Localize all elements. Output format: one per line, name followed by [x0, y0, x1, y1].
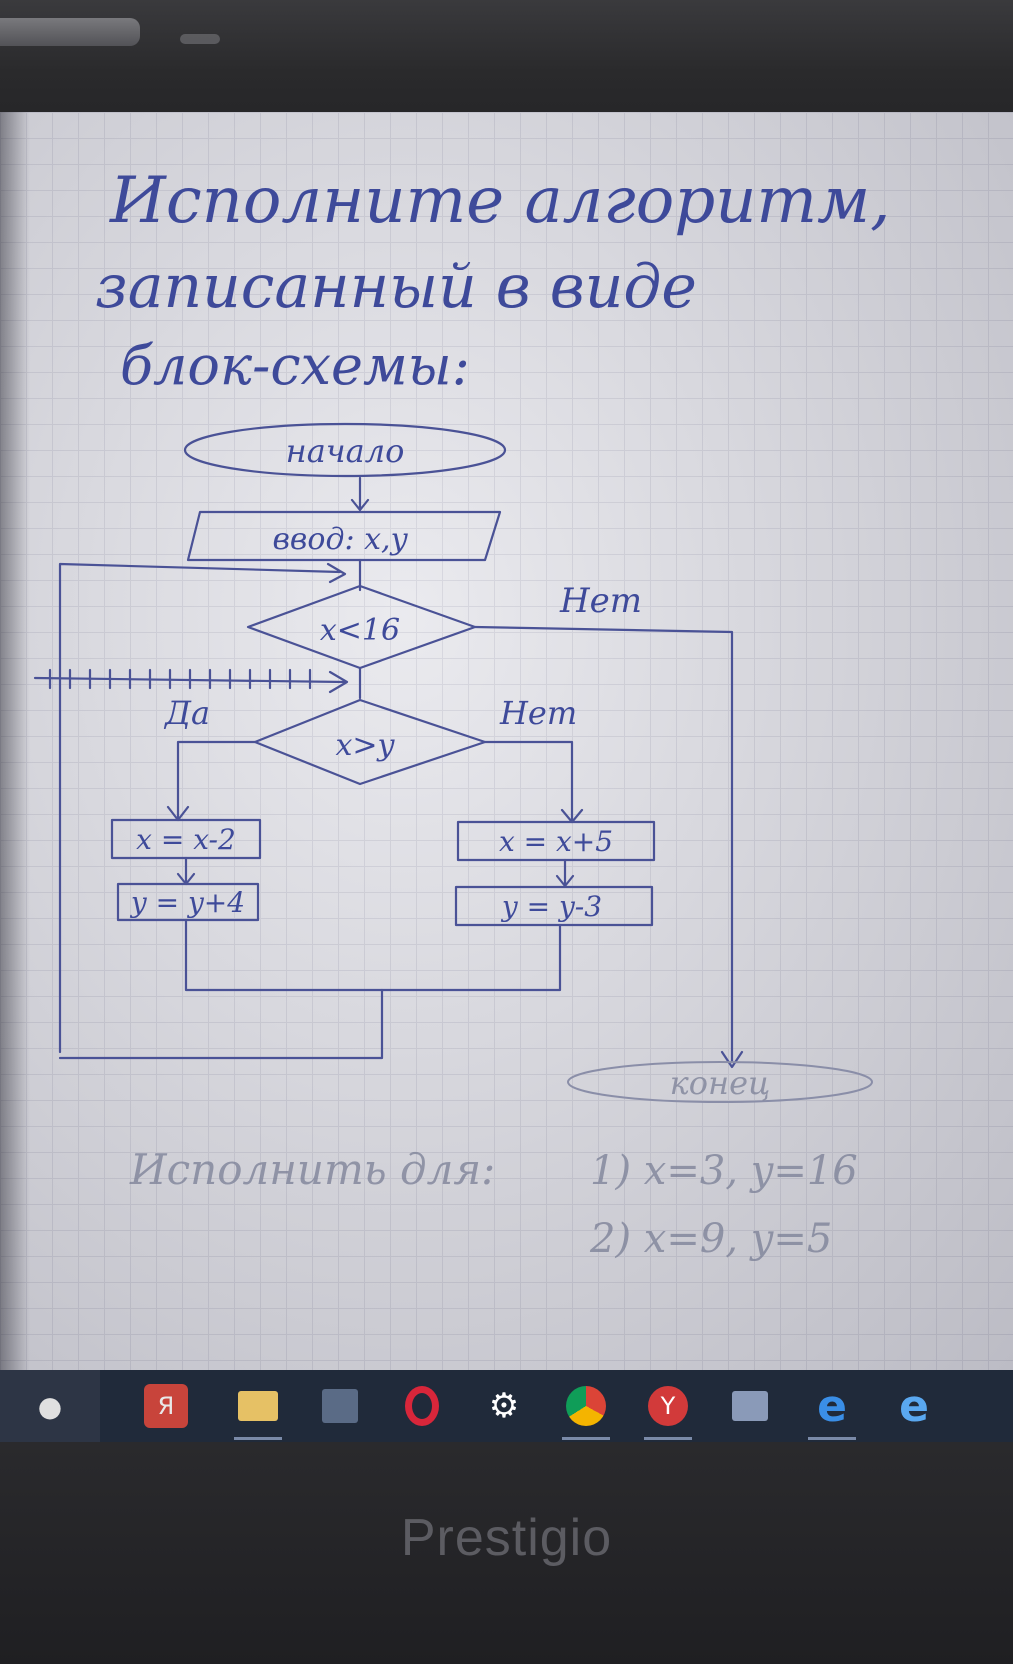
file-explorer-icon[interactable]: [228, 1376, 288, 1436]
arrow-start-input: [352, 478, 368, 510]
condition2-label: x>y: [335, 728, 395, 763]
chrome-icon[interactable]: [556, 1376, 616, 1436]
task-label: Исполнить для:: [129, 1145, 495, 1194]
bezel-reflection-small: [180, 34, 220, 44]
arrow-left-op: [178, 858, 194, 884]
microphone-icon: ●: [38, 1390, 62, 1423]
right-op2-label: y = y-3: [500, 890, 602, 923]
title-line-1: Исполните алгоритм,: [109, 164, 891, 238]
edge-icon[interactable]: e: [802, 1376, 862, 1436]
left-op1-label: x = x-2: [136, 823, 236, 856]
microphone-button[interactable]: ●: [0, 1370, 100, 1442]
condition1-label: x<16: [320, 613, 400, 648]
loop-back-line: [60, 564, 345, 1052]
left-op2-label: y = y+4: [129, 886, 245, 919]
settings-icon[interactable]: ⚙: [474, 1376, 534, 1436]
task-case-2: 2) x=9, y=5: [589, 1216, 832, 1262]
yandex-browser-icon[interactable]: Y: [638, 1376, 698, 1436]
monitor-bezel-top: [0, 0, 1013, 120]
input-label: ввод: x,y: [272, 522, 408, 557]
opera-icon[interactable]: [392, 1376, 452, 1436]
right-op1-label: x = x+5: [499, 825, 613, 858]
end-label: конец: [670, 1064, 771, 1102]
bezel-reflection: [0, 18, 140, 46]
yandex-icon[interactable]: Я: [144, 1384, 188, 1428]
handwritten-sheet: Исполните алгоритм, записанный в виде бл…: [0, 112, 1013, 1370]
condition2-yes-label: Да: [163, 694, 210, 732]
condition2-no-line: [485, 742, 582, 822]
condition2-yes-line: [168, 742, 255, 820]
windows-taskbar: ● Я ⚙ Y e e: [0, 1370, 1013, 1442]
start-label: начало: [286, 432, 405, 470]
title-line-2: записанный в виде: [95, 252, 697, 322]
condition1-no-label: Нет: [559, 581, 642, 621]
arrow-right-op: [557, 860, 573, 886]
store-icon[interactable]: [310, 1376, 370, 1436]
ie-icon[interactable]: e: [884, 1376, 944, 1436]
title-line-3: блок-схемы:: [120, 334, 470, 397]
brand-logo: Prestigio: [0, 1508, 1013, 1568]
merge-to-loop-line: [60, 990, 382, 1058]
condition2-no-label: Нет: [499, 694, 577, 732]
media-icon[interactable]: [720, 1376, 780, 1436]
branch-merge-line: [186, 920, 560, 990]
task-case-1: 1) x=3, y=16: [590, 1148, 858, 1194]
